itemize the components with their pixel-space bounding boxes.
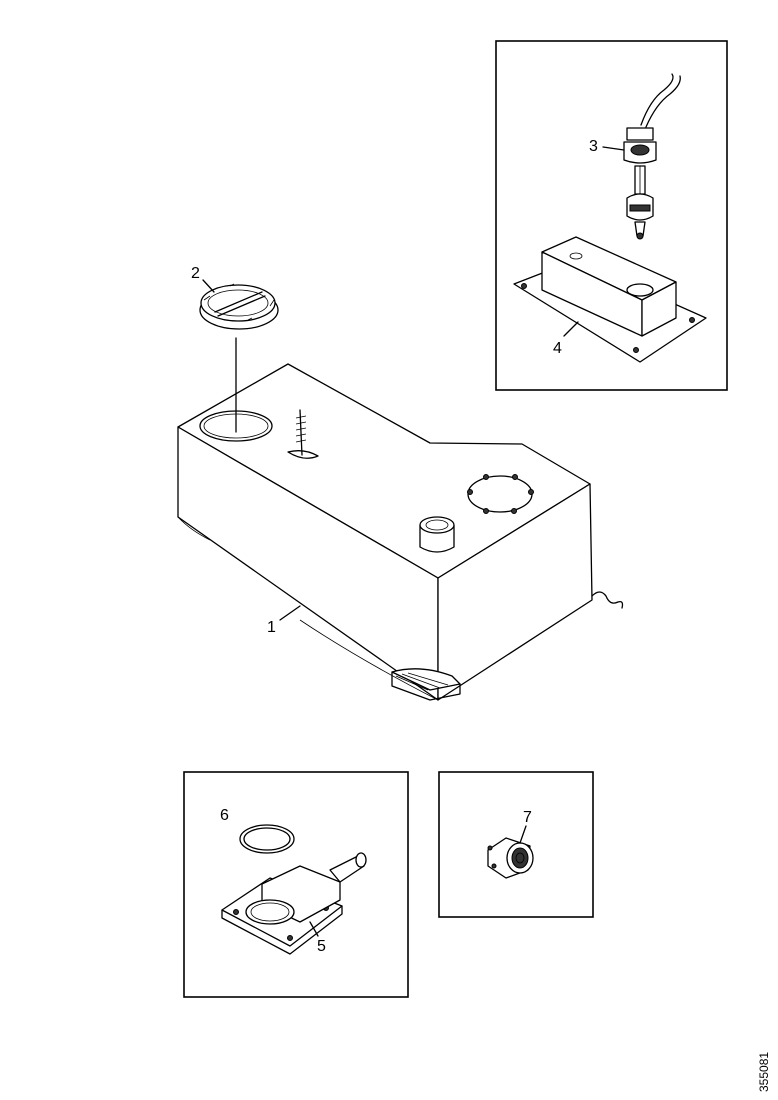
callout-2: 2 <box>191 265 200 282</box>
leader-line-4 <box>563 321 579 337</box>
leader-line-3 <box>602 146 625 151</box>
inset-level-sensor <box>495 40 728 391</box>
screw-fitting <box>287 409 319 459</box>
connector <box>487 837 534 879</box>
callout-4: 4 <box>553 340 562 357</box>
callout-1: 1 <box>267 619 276 636</box>
pump-unit <box>513 236 707 363</box>
filler-cap <box>199 283 279 330</box>
document-id: 355081 <box>757 1052 771 1092</box>
bottom-outlet <box>391 668 461 701</box>
pump-flange <box>221 852 367 955</box>
inset-connector <box>438 771 594 918</box>
level-sensor <box>623 73 681 240</box>
callout-7: 7 <box>523 809 532 826</box>
callout-3: 3 <box>589 138 598 155</box>
callout-6: 6 <box>220 807 229 824</box>
o-ring <box>239 824 295 854</box>
inset-pump-flange <box>183 771 409 998</box>
callout-5: 5 <box>317 938 326 955</box>
leader-line-2b <box>202 279 215 293</box>
leader-line-5 <box>309 921 319 937</box>
leader-line-1 <box>279 605 301 621</box>
leader-line-7 <box>519 825 527 844</box>
fluid-tank <box>177 363 624 701</box>
